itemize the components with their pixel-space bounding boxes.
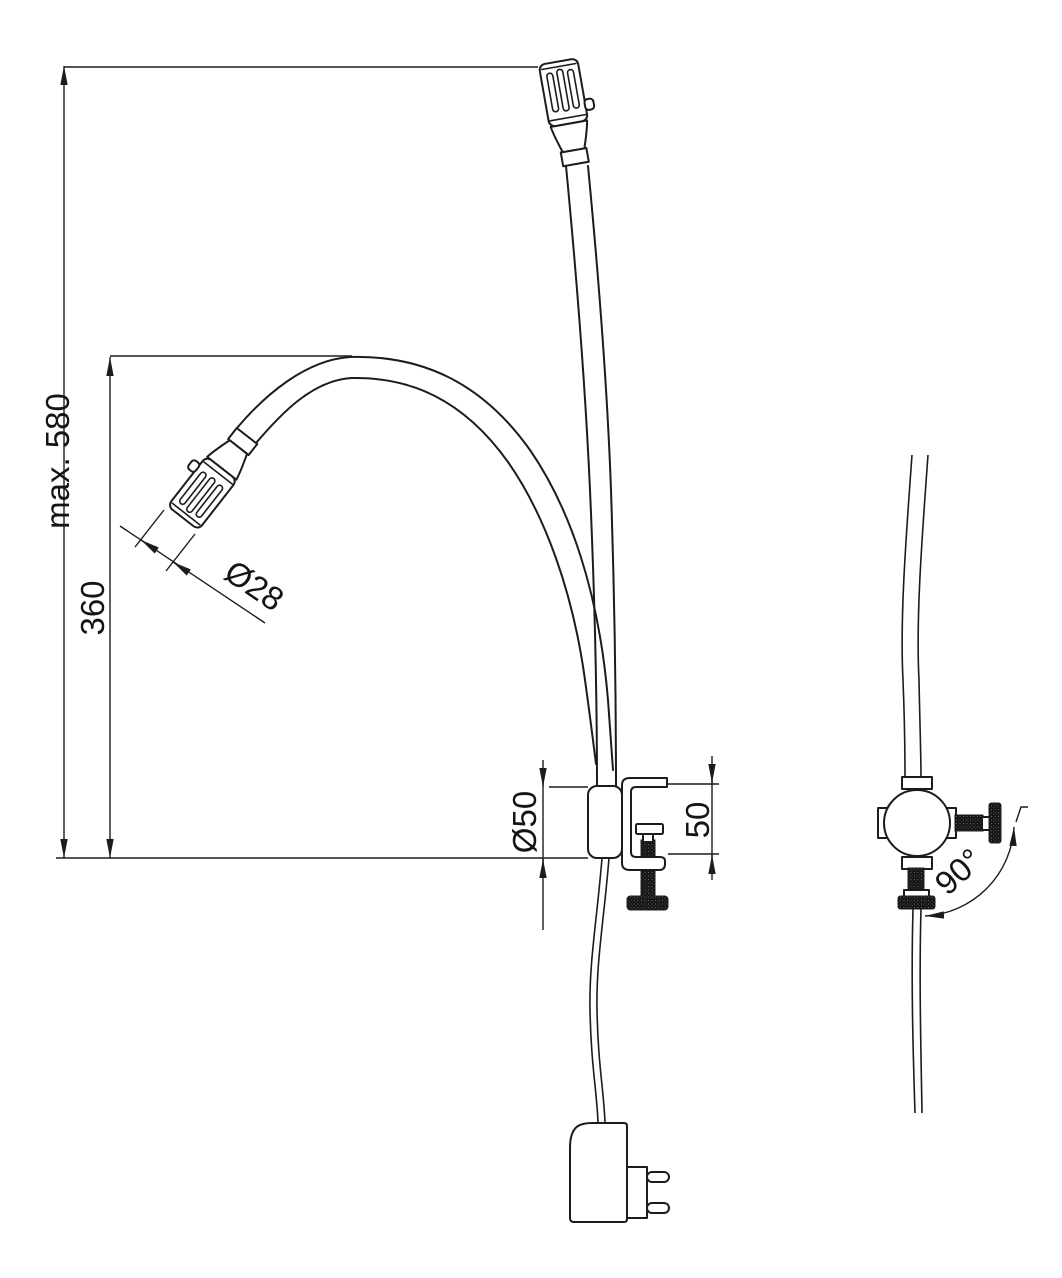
plug-pin <box>646 1202 670 1214</box>
lamp-head-flexed <box>159 417 264 531</box>
clamp-body-circle <box>883 789 951 857</box>
screw-neck <box>642 833 654 843</box>
lamp-head-upright <box>537 55 605 169</box>
clamp-pressure-pad <box>635 823 664 835</box>
dim-label-d50: Ø50 <box>506 791 543 853</box>
arc-end-tick <box>1015 806 1028 823</box>
gooseneck-holder-sleeve <box>587 785 623 859</box>
power-cable <box>589 857 610 1124</box>
holder-collar-top <box>901 776 933 790</box>
dim-label-50: 50 <box>679 802 716 839</box>
dimension-max-580: max. 580 <box>39 66 538 858</box>
clamp-assembly <box>587 777 669 911</box>
power-plug-adapter <box>569 1122 670 1223</box>
dimension-diameter-50: Ø50 <box>506 760 588 930</box>
plug-step <box>626 1166 648 1219</box>
knurled-knob-right <box>988 802 1002 844</box>
dimension-360: 360 <box>74 355 352 858</box>
clamp-knurled-knob <box>626 895 669 911</box>
knurled-knob-bottom <box>897 895 936 910</box>
plug-body <box>569 1122 628 1223</box>
rotation-arc <box>924 826 1017 919</box>
side-cable-lower <box>911 908 923 1114</box>
dim-label-max-580: max. 580 <box>39 393 76 529</box>
ext-line-2 <box>165 533 196 572</box>
gooseneck-flexed <box>236 355 614 771</box>
dimension-diameter-28: Ø28 <box>119 509 291 624</box>
side-view: 90° <box>877 454 1028 1114</box>
dim-label-28: Ø28 <box>218 553 290 619</box>
ext-line-1 <box>134 509 165 548</box>
holder-collar-bottom <box>901 856 933 870</box>
side-gooseneck <box>901 454 929 779</box>
gooseneck-upright <box>565 165 617 789</box>
dim-label-360: 360 <box>74 580 111 635</box>
plug-pin <box>646 1171 670 1183</box>
side-screw-right <box>954 802 1002 844</box>
dimension-50: 50 <box>668 756 719 880</box>
